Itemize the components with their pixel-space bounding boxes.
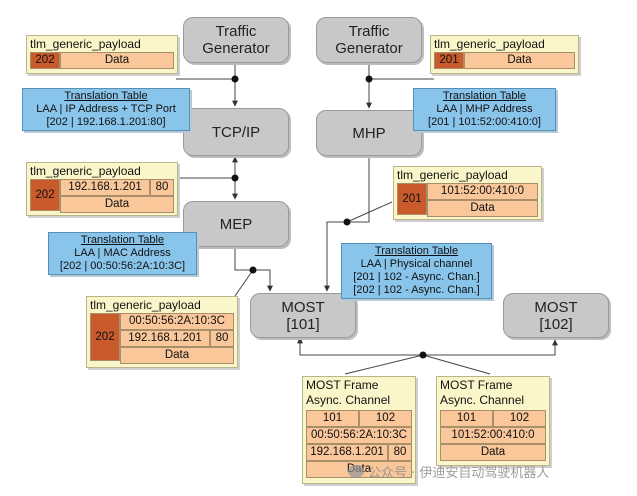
laa-cell: 202 (30, 52, 60, 69)
most-frame-201: MOST Frame Async. Channel 101 102 101:52… (436, 376, 550, 466)
node-label: MHP (352, 124, 386, 142)
node-label: MOST (281, 298, 325, 316)
laa-cell: 201 (397, 183, 427, 215)
ip-cell: 192.168.1.201 (60, 179, 150, 196)
port-cell: 80 (150, 179, 174, 196)
node-label: MOST (534, 298, 578, 316)
data-cell: Data (60, 196, 174, 213)
junction-dot (365, 75, 373, 83)
note-title: Translation Table (80, 234, 165, 246)
ip-cell: 192.168.1.201 (306, 444, 388, 461)
node-label: [101] (286, 315, 320, 333)
mac-address-cell: 00:50:56:2A:10:3C (120, 313, 234, 330)
junction-dot (231, 75, 239, 83)
link-most-bus (297, 337, 558, 356)
note-line: LAA | MAC Address (74, 247, 171, 259)
laa-cell: 202 (90, 313, 120, 361)
data-cell: Data (440, 444, 546, 461)
leader-f2 (422, 354, 491, 375)
note-title: Translation Table (442, 90, 527, 102)
leader-f1 (344, 354, 424, 375)
laa-cell: 201 (434, 52, 464, 69)
mhp-address-cell: 101:52:00:410:0 (427, 183, 538, 200)
junction-dot (249, 266, 257, 274)
target-node-cell: 102 (359, 410, 412, 427)
data-cell: Data (464, 52, 575, 69)
payload-title: tlm_generic_payload (30, 37, 141, 51)
payload-title: tlm_generic_payload (90, 298, 201, 312)
payload-202-mac: tlm_generic_payload 202 00:50:56:2A:10:3… (86, 296, 238, 368)
node-label: MEP (219, 215, 253, 233)
note-title: Translation Table (374, 245, 459, 257)
data-cell: Data (60, 52, 174, 69)
payload-202-ip: tlm_generic_payload 202 192.168.1.201 80… (26, 162, 178, 216)
mac-address-cell: 00:50:56:2A:10:3C (306, 427, 412, 444)
node-label: Traffic (215, 23, 257, 40)
source-node-cell: 101 (440, 410, 493, 427)
port-cell: 80 (210, 330, 234, 347)
data-cell: Data (427, 200, 538, 217)
note-line: LAA | MHP Address (436, 103, 533, 115)
watermark-text: 公众号 · 伊迪安自动驾驶机器人 (368, 465, 550, 481)
traffic-generator-right: Traffic Generator (316, 17, 422, 63)
leader-p4 (346, 201, 393, 223)
junction-dot (419, 351, 427, 359)
node-label: TCP/IP (211, 123, 261, 141)
mep-node: MEP (183, 201, 289, 247)
junction-dot (343, 218, 351, 226)
payload-title: tlm_generic_payload (434, 37, 545, 51)
payload-title: tlm_generic_payload (30, 164, 141, 178)
translation-table-physical: Translation Table LAA | Physical channel… (341, 243, 492, 299)
frame-subtitle: Async. Channel (306, 393, 391, 407)
mhp-node: MHP (316, 110, 422, 156)
note-line: [202 | 192.168.1.201:80] (46, 116, 166, 128)
payload-201-mhp: tlm_generic_payload 201 Data (430, 35, 579, 74)
translation-table-tcp: Translation Table LAA | IP Address + TCP… (22, 88, 190, 131)
frame-title: MOST Frame (440, 378, 513, 392)
payload-title: tlm_generic_payload (397, 168, 508, 182)
frame-subtitle: Async. Channel (440, 393, 525, 407)
wechat-icon (348, 464, 364, 478)
payload-202-tcp: tlm_generic_payload 202 Data (26, 35, 178, 74)
tcpip-node: TCP/IP (183, 108, 289, 156)
note-line: [201 | 101:52:00:410:0] (428, 116, 541, 128)
note-line: LAA | IP Address + TCP Port (36, 103, 176, 115)
watermark: 公众号 · 伊迪安自动驾驶机器人 (348, 460, 633, 482)
traffic-generator-left: Traffic Generator (183, 17, 289, 63)
target-node-cell: 102 (493, 410, 546, 427)
node-label: Traffic (348, 23, 390, 40)
laa-cell: 202 (30, 179, 60, 211)
note-line: [202 | 00:50:56:2A:10:3C] (59, 260, 186, 272)
payload-201-mhp-address: tlm_generic_payload 201 101:52:00:410:0 … (393, 166, 542, 220)
port-cell: 80 (388, 444, 412, 461)
data-cell: Data (120, 347, 234, 364)
mhp-address-cell: 101:52:00:410:0 (440, 427, 546, 444)
frame-title: MOST Frame (306, 378, 379, 392)
junction-dot (231, 174, 239, 182)
note-line: [201 | 102 - Async. Chan.] (353, 271, 480, 283)
ip-cell: 192.168.1.201 (120, 330, 210, 347)
note-title: Translation Table (64, 90, 148, 102)
leader-p5 (234, 269, 254, 297)
node-label: [102] (539, 315, 573, 333)
translation-table-mac: Translation Table LAA | MAC Address [202… (48, 232, 197, 275)
source-node-cell: 101 (306, 410, 359, 427)
most-101-node: MOST [101] (250, 293, 356, 338)
node-label: Generator (335, 40, 403, 57)
most-102-node: MOST [102] (503, 293, 609, 338)
node-label: Generator (202, 40, 270, 57)
note-line: LAA | Physical channel (360, 258, 473, 270)
note-line: [202 | 102 - Async. Chan.] (353, 284, 480, 296)
translation-table-mhp: Translation Table LAA | MHP Address [201… (413, 88, 556, 131)
